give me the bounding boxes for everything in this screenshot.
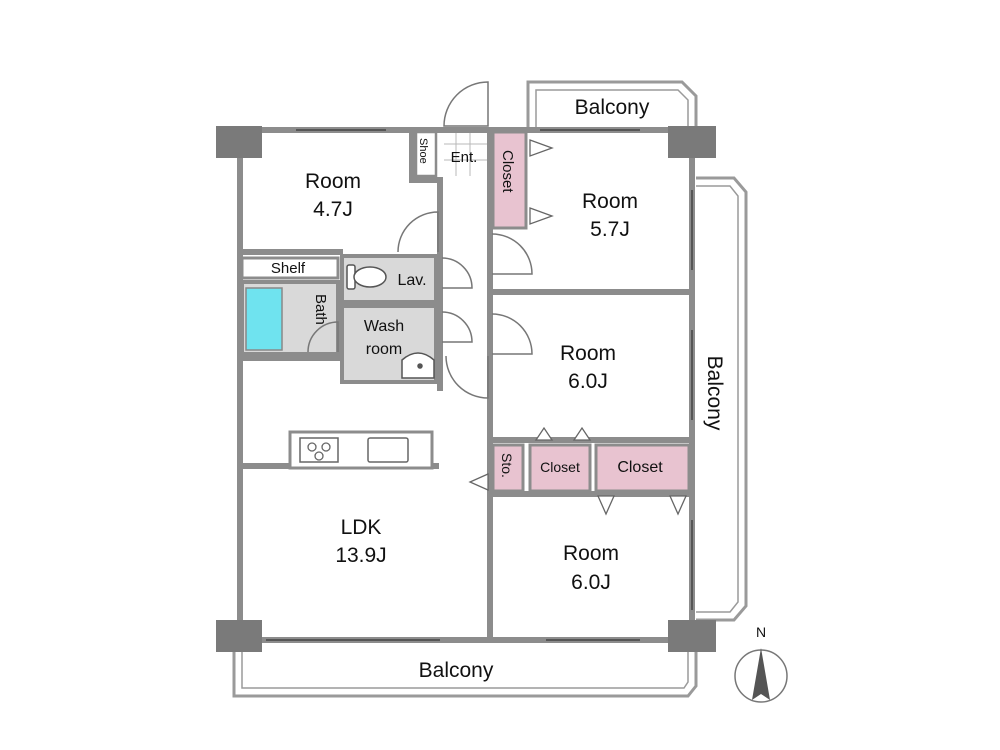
stove-icon — [299, 437, 339, 463]
balcony-east — [696, 176, 748, 622]
room-se-name: Room — [563, 542, 619, 565]
balcony-top — [526, 80, 698, 128]
ldk-size: 13.9J — [335, 544, 386, 567]
closet-large-label: Closet — [617, 459, 663, 476]
north-compass-icon — [734, 648, 788, 703]
wash-label-1: Wash — [364, 318, 404, 335]
balcony-top-label: Balcony — [575, 96, 650, 119]
room-nw-size: 4.7J — [313, 198, 353, 221]
shelf-label: Shelf — [271, 260, 306, 277]
room-ne-size: 5.7J — [590, 218, 630, 241]
entrance-label: Ent. — [451, 149, 478, 166]
ldk-name: LDK — [341, 516, 382, 539]
north-label: N — [756, 624, 766, 640]
room-se-size: 6.0J — [571, 571, 611, 594]
closet-door-marks — [468, 139, 688, 516]
shoe-label: Shoe — [417, 138, 429, 164]
pillars — [216, 126, 716, 652]
room-nw-name: Room — [305, 170, 361, 193]
sink-icon — [367, 437, 409, 463]
bath-label: Bath — [312, 294, 329, 325]
closet-small — [528, 443, 592, 493]
room-e-name: Room — [560, 342, 616, 365]
lavatory-label: Lav. — [397, 272, 426, 289]
entrance-floor — [444, 132, 488, 176]
room-e-size: 6.0J — [568, 370, 608, 393]
closet-small-label: Closet — [540, 459, 580, 475]
wash-label-2: room — [366, 341, 402, 358]
balcony-south-label: Balcony — [419, 659, 494, 682]
toilet-icon — [346, 264, 387, 290]
balcony-south — [232, 650, 698, 698]
closet-entry-label: Closet — [499, 150, 516, 193]
balcony-east-label: Balcony — [703, 356, 726, 431]
room-ne-name: Room — [582, 190, 638, 213]
doors — [307, 81, 533, 399]
kitchen-counter — [288, 430, 434, 470]
storage-label: Sto. — [499, 453, 515, 478]
windows — [266, 129, 693, 641]
bathtub — [245, 287, 283, 351]
washbasin-icon — [401, 352, 435, 379]
